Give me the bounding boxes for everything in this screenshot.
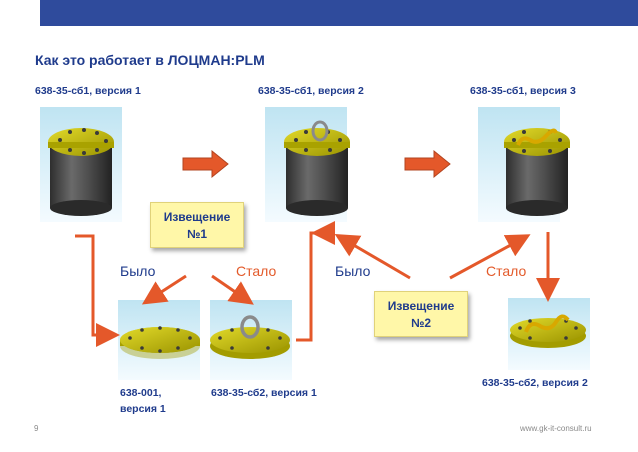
- part-sb2-v2-image: [508, 298, 590, 370]
- footer-url: www.gk-it-consult.ru: [520, 424, 592, 433]
- arrow-notice1-before: [141, 274, 187, 305]
- assembly-v3-label: 638-35-сб1, версия 3: [470, 85, 576, 97]
- assembly-v1-label: 638-35-сб1, версия 1: [35, 85, 141, 97]
- connector-arrows: [75, 221, 560, 347]
- notice-1-line2: №1: [186, 227, 208, 241]
- version-arrow-2-3: [404, 149, 451, 179]
- header-bar: [0, 0, 638, 30]
- arrow-notice2-after: [449, 234, 531, 280]
- header-logo-area: [0, 0, 28, 30]
- assembly-v2-image: [265, 107, 350, 222]
- notice-1[interactable]: Извещение №1: [150, 202, 244, 248]
- label-before-1: Было: [120, 263, 156, 279]
- arrow-notice2-before: [334, 233, 411, 280]
- arrow-notice1-after: [211, 274, 254, 305]
- label-after-1: Стало: [236, 263, 277, 279]
- arrow-part-sb2v1-to-assembly2: [296, 221, 335, 342]
- part-sb2-v1-label: 638-35-сб2, версия 1: [211, 387, 317, 399]
- notice-1-line1: Извещение: [163, 210, 231, 224]
- arrow-assembly1-to-part001: [75, 234, 120, 347]
- label-after-2: Стало: [486, 263, 527, 279]
- page-number: 9: [34, 424, 39, 433]
- label-before-2: Было: [335, 263, 371, 279]
- notice-2-line2: №2: [410, 316, 432, 330]
- assembly-v2-label: 638-35-сб1, версия 2: [258, 85, 364, 97]
- part-001-image: [118, 300, 200, 380]
- notice-2-line1: Извещение: [387, 299, 455, 313]
- slide-title: Как это работает в ЛОЦМАН:PLM: [35, 52, 265, 68]
- assembly-v1-image: [40, 107, 122, 222]
- part-001-label-line2: версия 1: [120, 403, 166, 415]
- assembly-v3-image: [478, 107, 570, 222]
- part-001-label-line1: 638-001,: [120, 387, 162, 399]
- part-sb2-v1-image: [210, 300, 292, 380]
- part-sb2-v2-label: 638-35-сб2, версия 2: [482, 377, 588, 389]
- version-arrow-1-2: [182, 149, 229, 179]
- notice-2[interactable]: Извещение №2: [374, 291, 468, 337]
- header-stripe: [40, 0, 638, 26]
